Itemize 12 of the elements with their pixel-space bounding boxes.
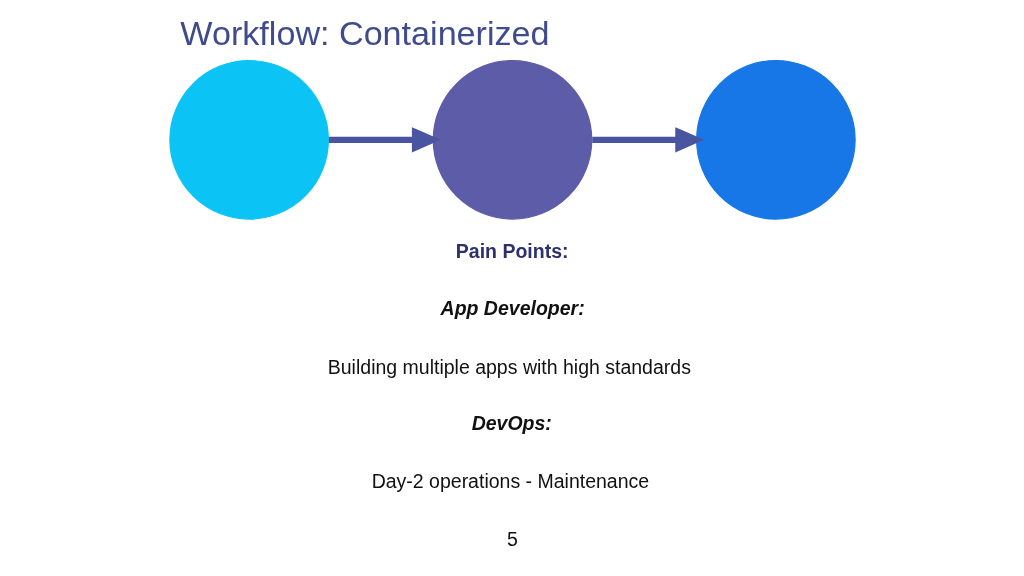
label: Day-2 operations - Maintenance [371,470,649,493]
node-circle [168,60,329,220]
arrow [591,127,704,153]
label: DevOps: [471,411,552,434]
diagram-title: Workflow: Containerized [179,14,550,53]
label: Building multiple apps with high standards [327,355,691,378]
label: 5 [506,527,518,550]
arrow [328,127,441,153]
node-circle [695,60,856,220]
label: Pain Points: [455,239,568,262]
node-circle [432,60,592,220]
label: App Developer: [440,297,585,320]
